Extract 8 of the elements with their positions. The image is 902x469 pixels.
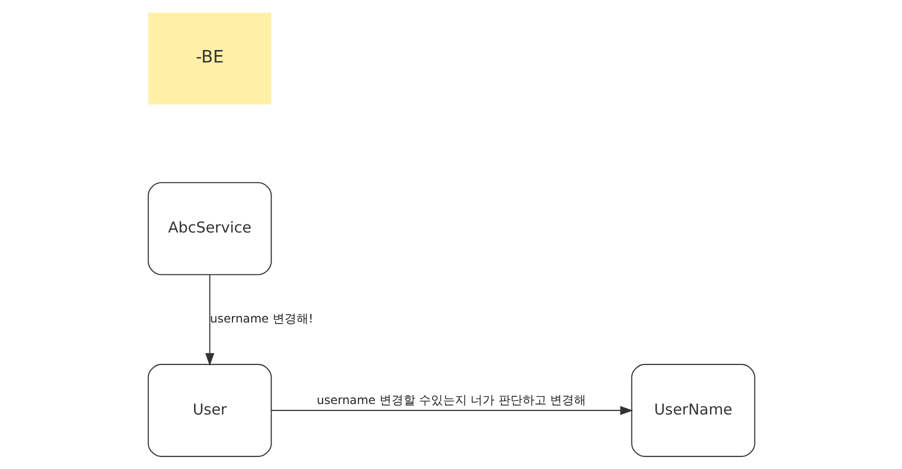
edge-label: username 변경해! — [210, 312, 313, 326]
node-box: AbcService — [147, 182, 272, 276]
node-box: UserName — [630, 364, 755, 457]
label: -BE — [195, 48, 224, 68]
edge-label: username 변경할 수있는지 너가 판단하고 변경해 — [316, 392, 586, 407]
arrow — [271, 406, 633, 415]
node-box: User — [147, 364, 272, 457]
arrow — [204, 275, 214, 366]
